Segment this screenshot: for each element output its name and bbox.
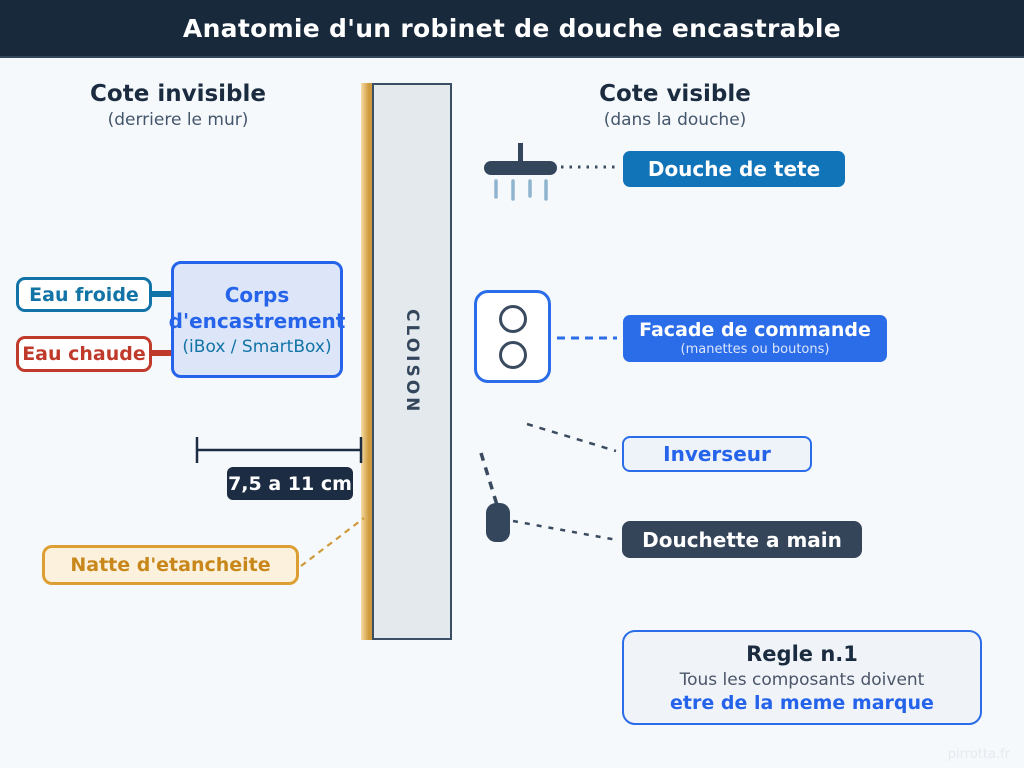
head-shower-label: Douche de tete	[647, 157, 821, 181]
head-shower-label-box: Douche de tete	[623, 151, 845, 187]
hand-shower-leader	[512, 519, 618, 542]
diverter-label: Inverseur	[663, 442, 771, 466]
section-visible-heading: Cote visible (dans la douche)	[535, 81, 815, 130]
cold-water-label-box: Eau froide	[16, 277, 152, 312]
hand-shower-hose	[479, 452, 499, 506]
rough-in-body-title: Corps d'encastrement	[168, 283, 346, 333]
rough-in-body-subtitle: (iBox / SmartBox)	[182, 337, 332, 357]
cold-water-label: Eau froide	[29, 283, 139, 306]
waterproof-mat-leader	[300, 517, 365, 567]
control-plate-title: Facade de commande	[639, 319, 871, 341]
hand-shower-icon	[486, 503, 510, 542]
watermark: pirrotta.fr	[947, 747, 1010, 762]
section-invisible-subtitle: (derriere le mur)	[107, 110, 249, 130]
wall-label: CLOISON	[402, 308, 422, 415]
control-plate-subtitle: (manettes ou boutons)	[680, 342, 830, 357]
wall: CLOISON	[361, 83, 452, 640]
rule-title: Regle n.1	[746, 641, 858, 666]
page-title: Anatomie d'un robinet de douche encastra…	[182, 13, 842, 43]
section-visible-title: Cote visible	[599, 81, 751, 107]
section-invisible-heading: Cote invisible (derriere le mur)	[38, 81, 318, 130]
wall-panel: CLOISON	[372, 83, 452, 640]
section-visible-subtitle: (dans la douche)	[603, 110, 747, 130]
rule-line2: etre de la meme marque	[670, 691, 934, 714]
hot-water-label: Eau chaude	[22, 343, 146, 365]
hot-water-label-box: Eau chaude	[16, 336, 152, 372]
diverter-label-box: Inverseur	[622, 436, 812, 472]
waterproof-mat-label-box: Natte d'etancheite	[42, 545, 299, 585]
rule-box: Regle n.1 Tous les composants doivent et…	[622, 630, 982, 725]
hand-shower-label: Douchette a main	[642, 527, 842, 552]
rough-in-body-box: Corps d'encastrement (iBox / SmartBox)	[168, 261, 346, 378]
waterproof-mat-label: Natte d'etancheite	[70, 554, 271, 576]
header-bar: Anatomie d'un robinet de douche encastra…	[0, 0, 1024, 58]
dimension-label: 7,5 a 11 cm	[227, 467, 353, 500]
hand-shower-label-box: Douchette a main	[622, 521, 862, 558]
control-plate-icon	[474, 290, 551, 383]
rule-line1: Tous les composants doivent	[679, 669, 925, 690]
dimension-value: 7,5 a 11 cm	[228, 472, 352, 495]
diverter-leader	[526, 422, 617, 453]
shower-head-icon	[484, 143, 557, 201]
plate-knob-bottom	[498, 340, 527, 369]
waterproof-strip	[361, 83, 372, 640]
control-plate-label-box: Facade de commande (manettes ou boutons)	[623, 315, 887, 362]
dimension-line	[195, 437, 363, 463]
plate-knob-top	[498, 304, 527, 333]
section-invisible-title: Cote invisible	[90, 81, 266, 107]
